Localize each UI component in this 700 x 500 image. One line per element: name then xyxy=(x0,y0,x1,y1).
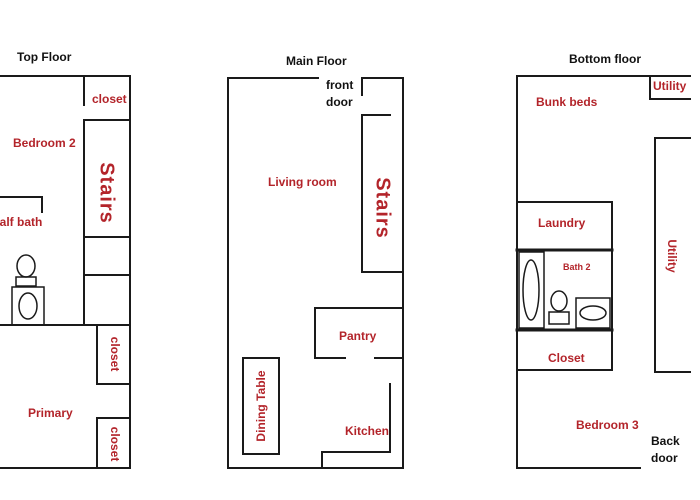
half-bath-label: Half bath xyxy=(0,215,42,229)
bottom-floor: Bottom floor xyxy=(515,52,691,469)
toilet-icon xyxy=(16,254,36,278)
half-bath-fixtures xyxy=(11,254,45,326)
bath-2-label: Bath 2 xyxy=(563,262,591,272)
back-door-label-line-2: door xyxy=(651,451,678,465)
laundry-label: Laundry xyxy=(538,216,586,230)
vanity-icon xyxy=(11,286,45,326)
bottom-closet-label: closet xyxy=(108,427,122,462)
main-floor: Main Floor front door Living r xyxy=(227,54,404,469)
top-floor: Top Floor closet xyxy=(0,50,131,469)
main-floor-walls xyxy=(227,77,404,469)
bedroom-2-label: Bedroom 2 xyxy=(13,136,76,150)
bottom-floor-walls xyxy=(515,75,691,469)
top-floor-title: Top Floor xyxy=(17,50,72,64)
bath-2-fixtures xyxy=(518,251,611,329)
bedroom-3-label: Bedroom 3 xyxy=(576,418,639,432)
closet-label: Closet xyxy=(548,351,585,365)
dining-table-label: Dining Table xyxy=(254,370,268,441)
toilet-tank-icon xyxy=(15,276,37,287)
living-room-label: Living room xyxy=(268,175,337,189)
toilet-tank-icon xyxy=(548,311,570,325)
bathtub-icon xyxy=(518,251,545,329)
primary-label: Primary xyxy=(28,406,73,420)
toilet-icon xyxy=(550,290,568,312)
main-stairs-label: Stairs xyxy=(372,177,394,239)
utility-tall-label: Utility xyxy=(665,239,679,273)
kitchen-label: Kitchen xyxy=(345,424,389,438)
sink-icon xyxy=(579,305,607,321)
vanity-icon xyxy=(575,297,611,329)
main-floor-title: Main Floor xyxy=(286,54,347,68)
bottom-floor-title: Bottom floor xyxy=(569,52,641,66)
top-stairs-label: Stairs xyxy=(96,162,118,224)
sink-icon xyxy=(18,292,38,320)
front-door-label-line-1: front xyxy=(326,78,353,92)
utility-small-label: Utility xyxy=(653,79,687,93)
front-door-label-line-2: door xyxy=(326,95,353,109)
dining-table xyxy=(242,357,280,455)
pantry-label: Pantry xyxy=(339,329,377,343)
tub-basin-icon xyxy=(522,259,540,321)
bunk-beds-label: Bunk beds xyxy=(536,95,598,109)
middle-closet-label: closet xyxy=(108,337,122,372)
back-door-label-line-1: Back xyxy=(651,434,680,448)
top-closet-label: closet xyxy=(92,92,127,106)
